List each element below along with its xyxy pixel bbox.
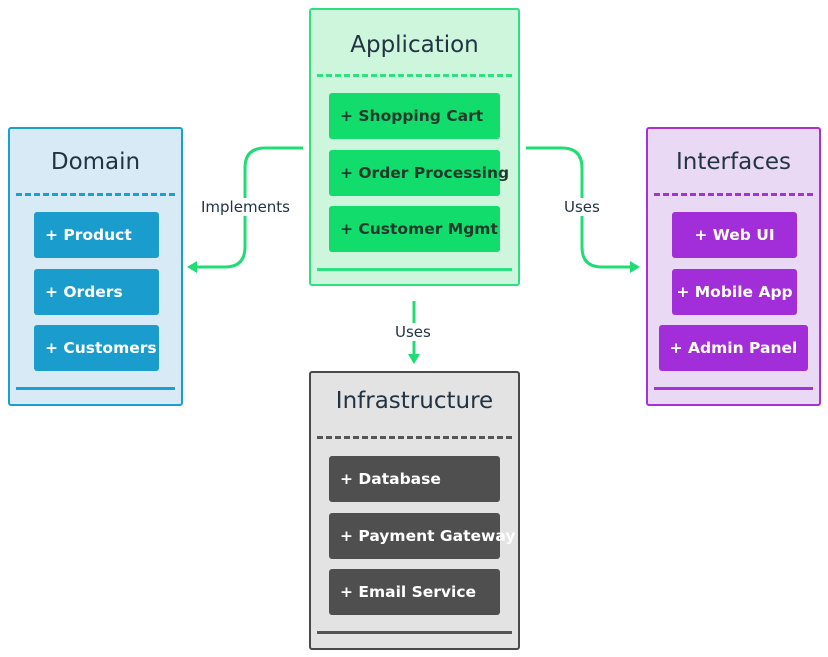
interfaces-divider [654, 193, 813, 196]
interfaces-footer-line [654, 387, 813, 390]
uses-interfaces-label: Uses [561, 198, 603, 216]
application-item-customer-mgmt: + Customer Mgmt [329, 206, 500, 252]
application-item-shopping-cart: + Shopping Cart [329, 93, 500, 139]
application-package: Application + Shopping Cart + Order Proc… [309, 8, 520, 286]
infrastructure-item-email-service: + Email Service [329, 569, 500, 615]
uses-interfaces-arrowhead [630, 261, 640, 273]
uses-infrastructure-arrowhead [408, 354, 420, 364]
application-title: Application [350, 32, 479, 58]
application-divider [317, 74, 512, 77]
domain-item-customers: + Customers [34, 325, 159, 371]
interfaces-title: Interfaces [676, 149, 791, 175]
implements-arrowhead [187, 261, 197, 273]
infrastructure-package: Infrastructure + Database + Payment Gate… [309, 371, 520, 650]
infrastructure-item-payment-gateway: + Payment Gateway [329, 513, 515, 559]
domain-divider [16, 193, 175, 196]
infrastructure-item-database: + Database [329, 456, 500, 502]
infrastructure-divider [317, 436, 512, 439]
infrastructure-footer-line [317, 631, 512, 634]
domain-footer-line [16, 387, 175, 390]
application-footer-line [317, 268, 512, 271]
uses-infrastructure-label: Uses [392, 323, 434, 341]
domain-item-product: + Product [34, 212, 159, 258]
interfaces-item-web-ui: + Web UI [672, 212, 797, 258]
domain-item-orders: + Orders [34, 269, 159, 315]
implements-label: Implements [198, 198, 293, 216]
interfaces-item-mobile-app: + Mobile App [672, 269, 797, 315]
domain-package: Domain + Product + Orders + Customers [8, 127, 183, 406]
interfaces-item-admin-panel: + Admin Panel [659, 325, 808, 371]
domain-title: Domain [50, 149, 141, 175]
infrastructure-title: Infrastructure [335, 388, 494, 414]
interfaces-package: Interfaces + Web UI + Mobile App + Admin… [646, 127, 821, 406]
application-item-order-processing: + Order Processing [329, 150, 509, 196]
